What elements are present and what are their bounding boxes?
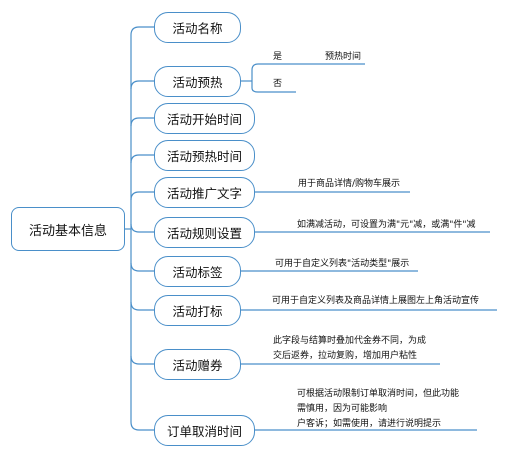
note-activity-coupon: 此字段与结算时叠加代金券不同，为成 交后返券，拉动复购，增加用户粘性 bbox=[273, 334, 473, 364]
branch-connector-1 bbox=[130, 80, 154, 90]
note-order-cancel: 可根据活动限制订单取消时间，但此功能 需慎用，因为可能影响 户客诉；如需使用，请… bbox=[297, 387, 497, 432]
root-label: 活动基本信息 bbox=[28, 223, 107, 239]
branch-label: 活动推广文字 bbox=[166, 186, 242, 201]
branch-activity-preheat[interactable]: 活动预热 bbox=[154, 66, 241, 97]
branch-label: 活动预热时间 bbox=[166, 149, 242, 164]
branch-connector-9 bbox=[130, 421, 154, 431]
preheat-time-label: 预热时间 bbox=[325, 52, 362, 62]
branch-preheat-time[interactable]: 活动预热时间 bbox=[154, 140, 255, 171]
branch-connector-5 bbox=[130, 223, 154, 233]
preheat-no-label: 否 bbox=[273, 79, 283, 89]
note-promo-text: 用于商品详情/购物车展示 bbox=[298, 179, 401, 189]
branch-label: 活动打标 bbox=[172, 304, 223, 319]
branch-label: 活动赠券 bbox=[172, 358, 223, 373]
branch-rule-setting[interactable]: 活动规则设置 bbox=[154, 217, 255, 248]
branch-connector-8 bbox=[130, 355, 154, 365]
note-line: 可根据活动限制订单取消时间，但此功能 bbox=[297, 389, 460, 399]
branch-activity-coupon[interactable]: 活动赠券 bbox=[154, 349, 241, 380]
branch-start-time[interactable]: 活动开始时间 bbox=[154, 103, 255, 134]
preheat-yes-line bbox=[251, 63, 365, 81]
note-line: 需慎用，因为可能影响 bbox=[297, 404, 388, 414]
note-line: 此字段与结算时叠加代金券不同，为成 bbox=[273, 336, 427, 346]
branch-label: 活动标签 bbox=[172, 265, 223, 280]
note-line: 交后返券，拉动复购，增加用户粘性 bbox=[273, 351, 418, 361]
note-activity-tag: 可用于自定义列表"活动类型"展示 bbox=[275, 259, 410, 269]
branch-connector-6 bbox=[130, 262, 154, 272]
branch-label: 活动预热 bbox=[172, 75, 223, 90]
root-node[interactable]: 活动基本信息 bbox=[11, 207, 125, 251]
note-line: 户客诉；如需使用，请进行说明提示 bbox=[297, 419, 442, 429]
branch-connector-7 bbox=[130, 301, 154, 311]
branch-promo-text[interactable]: 活动推广文字 bbox=[154, 177, 255, 208]
branch-connector-2 bbox=[130, 117, 154, 127]
branch-connector-3 bbox=[130, 154, 154, 164]
branch-label: 订单取消时间 bbox=[166, 424, 242, 439]
note-rule-setting: 如满减活动，可设置为满"元"减，或满"件"减 bbox=[297, 220, 476, 230]
branch-order-cancel-time[interactable]: 订单取消时间 bbox=[154, 415, 255, 446]
note-activity-mark: 可用于自定义列表及商品详情上展图左上角活动宣传 bbox=[272, 296, 480, 306]
branch-connector-4 bbox=[130, 191, 154, 201]
branch-activity-tag[interactable]: 活动标签 bbox=[154, 256, 241, 287]
preheat-yes-label: 是 bbox=[273, 52, 283, 62]
branch-activity-name[interactable]: 活动名称 bbox=[154, 12, 241, 43]
branch-label: 活动规则设置 bbox=[166, 226, 242, 241]
branch-activity-mark[interactable]: 活动打标 bbox=[154, 295, 241, 326]
preheat-no-line bbox=[251, 81, 296, 93]
branch-label: 活动开始时间 bbox=[166, 112, 242, 127]
branch-label: 活动名称 bbox=[172, 21, 223, 36]
branch-connector-0 bbox=[130, 26, 154, 36]
